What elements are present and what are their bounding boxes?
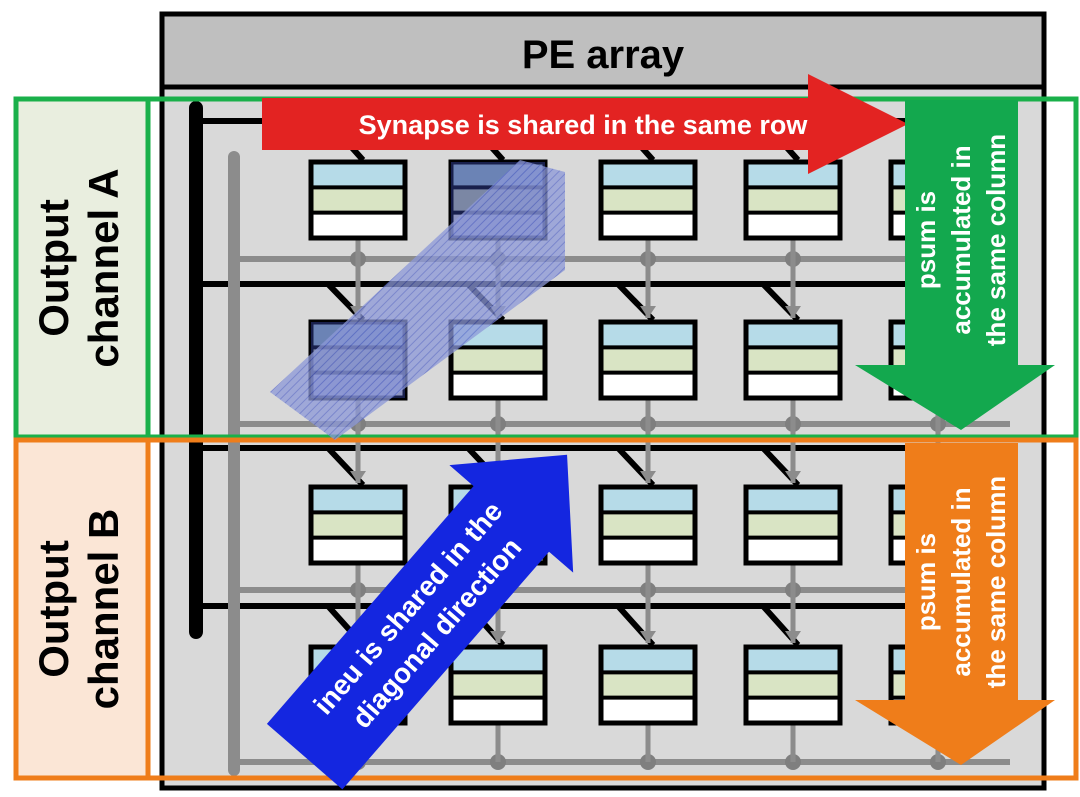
pe-psum-register (601, 212, 695, 238)
pe-array-header (159, 11, 1047, 90)
pe-psum-register (601, 697, 695, 723)
psum-a-label-line2: accumulated in (946, 145, 976, 334)
pe-psum-register (451, 372, 545, 398)
psum-b-arrow (855, 443, 1055, 765)
psum-a-arrow-label: psum is accumulated in the same column (911, 134, 1011, 346)
synapse-arrow (262, 74, 908, 174)
psum-b-label-line3: the same column (981, 476, 1011, 688)
channel-b-label-box (13, 437, 151, 781)
pe-border (598, 319, 698, 401)
pe-psum-register (746, 537, 840, 563)
processing-element (308, 159, 408, 241)
pe-input-register (601, 187, 695, 213)
psum-a-label-line3: the same column (981, 134, 1011, 346)
pe-psum-register (601, 537, 695, 563)
processing-element (743, 644, 843, 726)
pe-border (598, 159, 698, 241)
pe-input-register (746, 512, 840, 538)
pe-border (448, 644, 548, 726)
pe-weight-register (601, 322, 695, 348)
processing-element (598, 159, 698, 241)
psum-a-arrow (855, 100, 1055, 430)
processing-element (448, 644, 548, 726)
channel-a-label-box (13, 96, 151, 440)
pe-input-register (601, 672, 695, 698)
pe-array-title: PE array (522, 33, 685, 77)
pe-psum-register (746, 212, 840, 238)
synapse-arrow-label: Synapse is shared in the same row (359, 110, 809, 140)
pe-weight-register (601, 162, 695, 188)
pe-weight-register (601, 487, 695, 513)
pe-weight-register (311, 162, 405, 188)
pe-weight-register (746, 487, 840, 513)
channel-b-label-line2: channel B (80, 509, 127, 710)
psum-arrowhead (785, 631, 801, 643)
pe-input-register (746, 347, 840, 373)
pe-border (598, 644, 698, 726)
pe-weight-register (746, 647, 840, 673)
pe-input-register (746, 672, 840, 698)
channel-a-label-line1: Output (30, 199, 77, 337)
pe-psum-register (451, 697, 545, 723)
pe-input-register (601, 512, 695, 538)
pe-psum-register (746, 697, 840, 723)
psum-arrowhead (640, 631, 656, 643)
psum-arrowhead (490, 631, 506, 643)
pe-weight-register (451, 647, 545, 673)
pe-psum-register (746, 372, 840, 398)
pe-border (743, 644, 843, 726)
pe-border (448, 319, 548, 401)
processing-element (308, 484, 408, 566)
processing-element (743, 319, 843, 401)
pe-border (308, 159, 408, 241)
pe-input-register (451, 672, 545, 698)
psum-arrowhead (785, 306, 801, 318)
pe-input-register (451, 347, 545, 373)
pe-border (308, 484, 408, 566)
psum-a-label-line1: psum is (911, 191, 941, 289)
pe-border (743, 484, 843, 566)
pe-input-register (601, 347, 695, 373)
processing-element (598, 319, 698, 401)
pe-border (743, 159, 843, 241)
ineu-arrow-shape (266, 454, 574, 790)
pe-psum-register (311, 212, 405, 238)
processing-element (598, 484, 698, 566)
pe-input-register (746, 187, 840, 213)
processing-element (743, 159, 843, 241)
psum-b-label-line1: psum is (911, 533, 941, 631)
pe-weight-register (746, 322, 840, 348)
pe-psum-register (601, 372, 695, 398)
pe-border (743, 319, 843, 401)
pe-weight-register (601, 647, 695, 673)
pe-input-register (311, 187, 405, 213)
pe-border (598, 484, 698, 566)
psum-b-arrow-label: psum is accumulated in the same column (911, 476, 1011, 688)
pe-weight-register (311, 487, 405, 513)
processing-element (598, 644, 698, 726)
psum-b-label-line2: accumulated in (946, 487, 976, 676)
diagonal-shared-band (270, 160, 565, 440)
psum-arrowhead (640, 471, 656, 483)
channel-a-label-line2: channel A (80, 168, 127, 367)
psum-arrowhead (640, 306, 656, 318)
psum-arrowhead (785, 471, 801, 483)
pe-input-register (311, 512, 405, 538)
processing-element (743, 484, 843, 566)
psum-arrowhead (350, 471, 366, 483)
pe-psum-register (311, 537, 405, 563)
pe-weight-register (746, 162, 840, 188)
channel-b-label-line1: Output (30, 540, 77, 678)
